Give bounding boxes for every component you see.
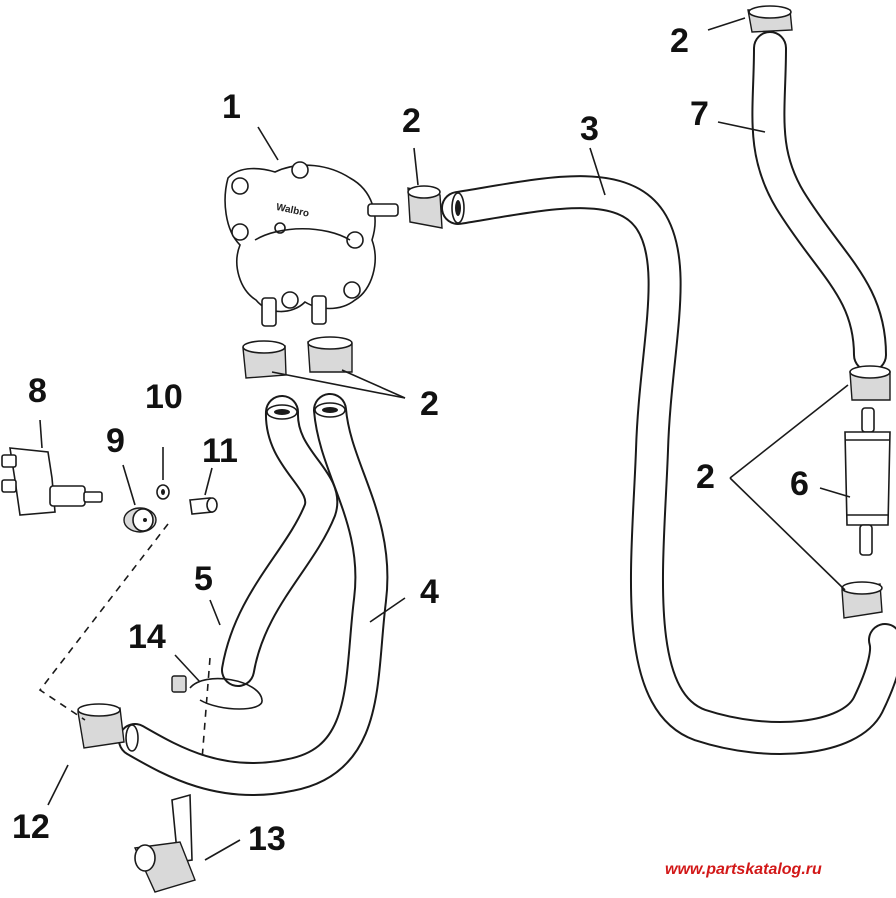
hose-7 xyxy=(751,31,887,372)
callout-7: 7 xyxy=(690,95,709,133)
clamp-filter-top xyxy=(849,365,891,401)
callout-2-pump: 2 xyxy=(402,102,421,140)
valve-8 xyxy=(1,447,103,516)
hose-4 xyxy=(118,393,389,796)
fuel-filter xyxy=(844,407,891,556)
callout-5: 5 xyxy=(194,560,213,598)
callout-14: 14 xyxy=(128,618,166,656)
clamp-pump-bottom-left xyxy=(242,340,287,379)
callout-11: 11 xyxy=(202,432,238,470)
leader-lines xyxy=(39,17,851,861)
hose-4-end xyxy=(125,724,139,752)
callout-2-top-right: 2 xyxy=(670,22,689,60)
callout-2-filter: 2 xyxy=(696,458,715,496)
fuel-pump: Walbro xyxy=(224,161,399,327)
callout-6: 6 xyxy=(790,465,809,503)
callout-3: 3 xyxy=(580,110,599,148)
callout-10: 10 xyxy=(145,378,183,416)
callout-9: 9 xyxy=(106,422,125,460)
hose-5 xyxy=(221,395,339,687)
tie-strap-14 xyxy=(171,675,263,710)
callout-4: 4 xyxy=(420,573,439,611)
screw-11 xyxy=(189,497,218,515)
watermark: www.partskatalog.ru xyxy=(665,861,822,878)
callout-8: 8 xyxy=(28,372,47,410)
clamp-12 xyxy=(77,703,125,749)
routing-dashed xyxy=(38,523,211,761)
clamp-top-right xyxy=(747,5,793,33)
callouts: 1 2 2 3 7 2 8 10 9 11 2 6 5 4 14 12 13 xyxy=(12,22,809,858)
clamp-pump-bottom-right xyxy=(307,336,353,373)
callout-2-clamps: 2 xyxy=(420,385,439,423)
grommet-9 xyxy=(123,507,157,533)
callout-1: 1 xyxy=(222,88,241,126)
callout-13: 13 xyxy=(248,820,286,858)
clamp-filter-bottom xyxy=(841,581,883,619)
callout-12: 12 xyxy=(12,808,50,846)
fitting-13 xyxy=(133,793,196,893)
hose-3 xyxy=(441,175,896,755)
washer-10 xyxy=(156,484,170,500)
clamp-pump-outlet xyxy=(407,185,443,229)
